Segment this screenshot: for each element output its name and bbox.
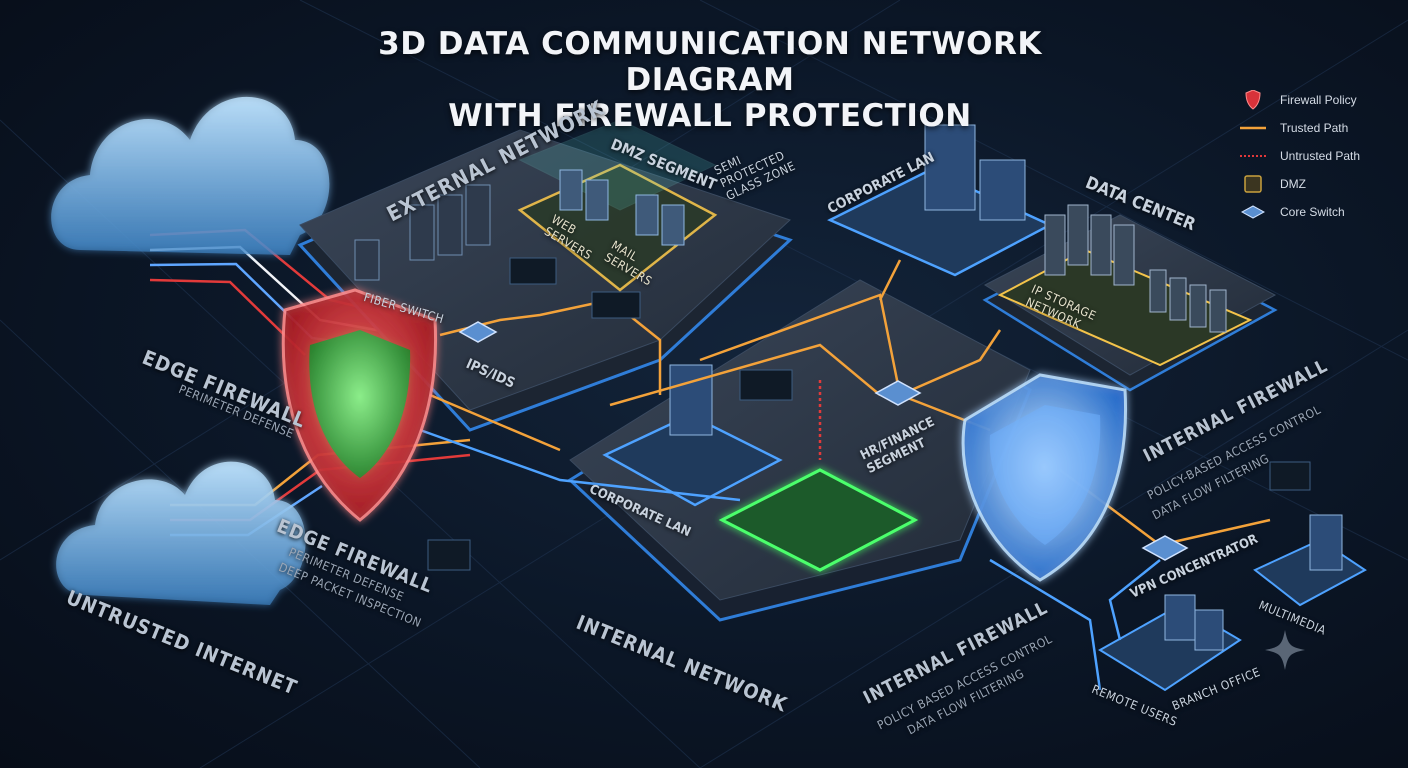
- legend-item-core-switch: Core Switch: [1240, 198, 1400, 226]
- edge-firewall-shield: [281, 288, 438, 522]
- cloud-bottom: [56, 461, 306, 605]
- legend-label: Untrusted Path: [1280, 149, 1361, 163]
- cloud-top: [51, 96, 330, 255]
- solid-line-icon: [1240, 118, 1266, 138]
- legend: Firewall Policy Trusted Path Untrusted P…: [1240, 86, 1400, 226]
- core-switch: [874, 380, 922, 406]
- shield-icon: [1240, 90, 1266, 110]
- internal-firewall-shield: [961, 373, 1128, 582]
- legend-label: Trusted Path: [1280, 121, 1349, 135]
- hr-finance-platform: [718, 468, 919, 572]
- switch-icon: [1240, 202, 1266, 222]
- legend-item-untrusted-path: Untrusted Path: [1240, 142, 1400, 170]
- legend-item-firewall-policy: Firewall Policy: [1240, 86, 1400, 114]
- status-panels: [427, 257, 1311, 571]
- title-line-2: WITH FIREWALL PROTECTION: [448, 98, 972, 134]
- remote-buildings: [1164, 514, 1343, 651]
- sparkle-icon: [1265, 630, 1305, 670]
- dmz-glass-zone: [517, 119, 718, 292]
- ip-storage-platform: [997, 204, 1253, 367]
- dmz-square-icon: [1240, 174, 1266, 194]
- dotted-line-icon: [1240, 146, 1266, 166]
- corp-lan-top-buildings: [924, 124, 1026, 221]
- legend-label: Firewall Policy: [1280, 93, 1357, 107]
- legend-item-dmz: DMZ: [1240, 170, 1400, 198]
- legend-label: Core Switch: [1280, 205, 1345, 219]
- diagram-title: 3D DATA COMMUNICATION NETWORK DIAGRAM WI…: [300, 26, 1120, 134]
- vpn-switch: [1141, 535, 1189, 561]
- external-server-racks: [354, 184, 491, 281]
- legend-item-trusted-path: Trusted Path: [1240, 114, 1400, 142]
- legend-label: DMZ: [1280, 177, 1306, 191]
- title-line-1: 3D DATA COMMUNICATION NETWORK DIAGRAM: [378, 26, 1042, 98]
- fiber-switch: [458, 321, 498, 343]
